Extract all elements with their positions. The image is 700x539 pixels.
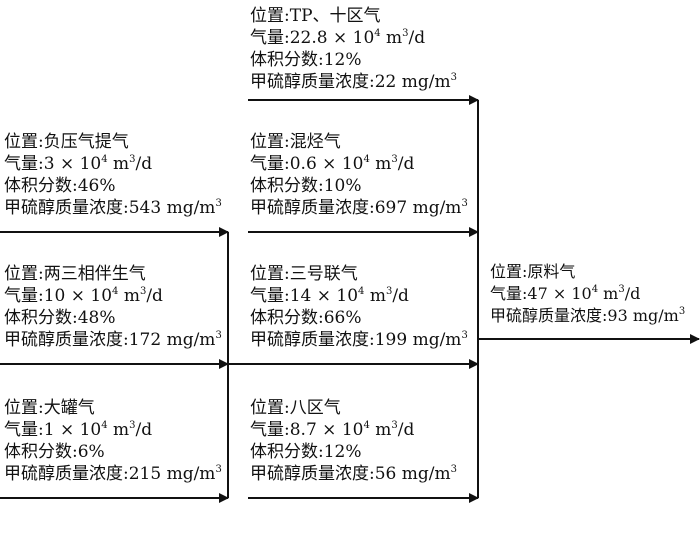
location-label: 位置:两三相伴生气 (4, 264, 146, 284)
flow-label: 气量:1 × 104 m3/d (4, 420, 153, 440)
concentration-label: 甲硫醇质量浓度:199 mg/m3 (250, 330, 468, 350)
location-label: 位置:原料气 (490, 262, 576, 281)
volume-fraction-label: 体积分数:48% (4, 308, 116, 328)
volume-fraction-label: 体积分数:12% (250, 50, 362, 70)
source-negative-pressure: 位置:负压气提气 气量:3 × 104 m3/d 体积分数:46% 甲硫醇质量浓… (4, 131, 222, 219)
concentration-label: 甲硫醇质量浓度:697 mg/m3 (250, 198, 468, 218)
location-label: 位置:混烃气 (250, 132, 341, 152)
concentration-label: 甲硫醇质量浓度:93 mg/m3 (490, 306, 686, 325)
location-label: 位置:大罐气 (4, 398, 95, 418)
volume-fraction-label: 体积分数:46% (4, 176, 116, 196)
concentration-label: 甲硫醇质量浓度:56 mg/m3 (250, 464, 457, 484)
concentration-label: 甲硫醇质量浓度:172 mg/m3 (4, 330, 222, 350)
location-label: 位置:八区气 (250, 398, 341, 418)
flow-label: 气量:47 × 104 m3/d (490, 284, 641, 303)
location-label: 位置:TP、十区气 (250, 6, 381, 26)
source-area-8: 位置:八区气 气量:8.7 × 104 m3/d 体积分数:12% 甲硫醇质量浓… (250, 397, 457, 485)
volume-fraction-label: 体积分数:10% (250, 176, 362, 196)
flow-label: 气量:0.6 × 104 m3/d (250, 154, 415, 174)
flow-label: 气量:3 × 104 m3/d (4, 154, 153, 174)
source-station-3: 位置:三号联气 气量:14 × 104 m3/d 体积分数:66% 甲硫醇质量浓… (250, 263, 468, 351)
flow-label: 气量:22.8 × 104 m3/d (250, 28, 426, 48)
source-tp: 位置:TP、十区气 气量:22.8 × 104 m3/d 体积分数:12% 甲硫… (250, 5, 457, 93)
flow-label: 气量:14 × 104 m3/d (250, 286, 409, 306)
volume-fraction-label: 体积分数:6% (4, 442, 105, 462)
volume-fraction-label: 体积分数:66% (250, 308, 362, 328)
source-three-phase: 位置:两三相伴生气 气量:10 × 104 m3/d 体积分数:48% 甲硫醇质… (4, 263, 222, 351)
location-label: 位置:负压气提气 (4, 132, 129, 152)
source-big-tank: 位置:大罐气 气量:1 × 104 m3/d 体积分数:6% 甲硫醇质量浓度:2… (4, 397, 222, 485)
volume-fraction-label: 体积分数:12% (250, 442, 362, 462)
source-mixed-hydrocarbon: 位置:混烃气 气量:0.6 × 104 m3/d 体积分数:10% 甲硫醇质量浓… (250, 131, 468, 219)
output-feed-gas: 位置:原料气 气量:47 × 104 m3/d 甲硫醇质量浓度:93 mg/m3 (490, 261, 685, 327)
concentration-label: 甲硫醇质量浓度:215 mg/m3 (4, 464, 222, 484)
location-label: 位置:三号联气 (250, 264, 358, 284)
concentration-label: 甲硫醇质量浓度:543 mg/m3 (4, 198, 222, 218)
concentration-label: 甲硫醇质量浓度:22 mg/m3 (250, 72, 457, 92)
flow-label: 气量:8.7 × 104 m3/d (250, 420, 415, 440)
flow-label: 气量:10 × 104 m3/d (4, 286, 163, 306)
